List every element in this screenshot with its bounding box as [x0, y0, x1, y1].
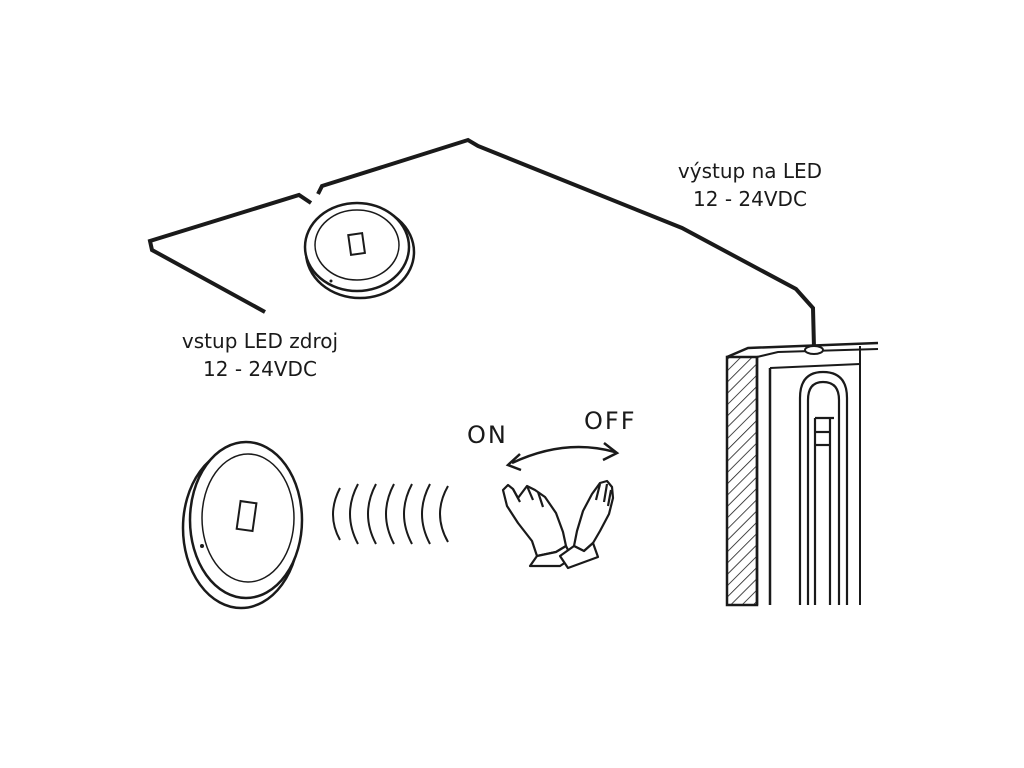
toggle-arrow-icon [505, 442, 620, 472]
output-label: výstup na LED 12 - 24VDC [650, 157, 850, 213]
sensor-switch-icon [181, 440, 304, 610]
off-label: OFF [584, 407, 637, 435]
input-label: vstup LED zdroj 12 - 24VDC [160, 327, 360, 383]
wire-output [316, 137, 816, 349]
input-label-line1: vstup LED zdroj [181, 329, 339, 353]
wire-input [147, 192, 313, 314]
output-label-line1: výstup na LED [677, 159, 823, 183]
led-strip-icon [798, 370, 849, 605]
sensor-switch-icon [303, 201, 416, 300]
on-label: ON [467, 421, 508, 449]
cabinet-door-icon [725, 341, 879, 607]
ir-wave-icon [332, 483, 449, 545]
input-label-line2: 12 - 24VDC [203, 357, 317, 381]
output-label-line2: 12 - 24VDC [693, 187, 807, 211]
hand-wave-icon [501, 479, 615, 570]
